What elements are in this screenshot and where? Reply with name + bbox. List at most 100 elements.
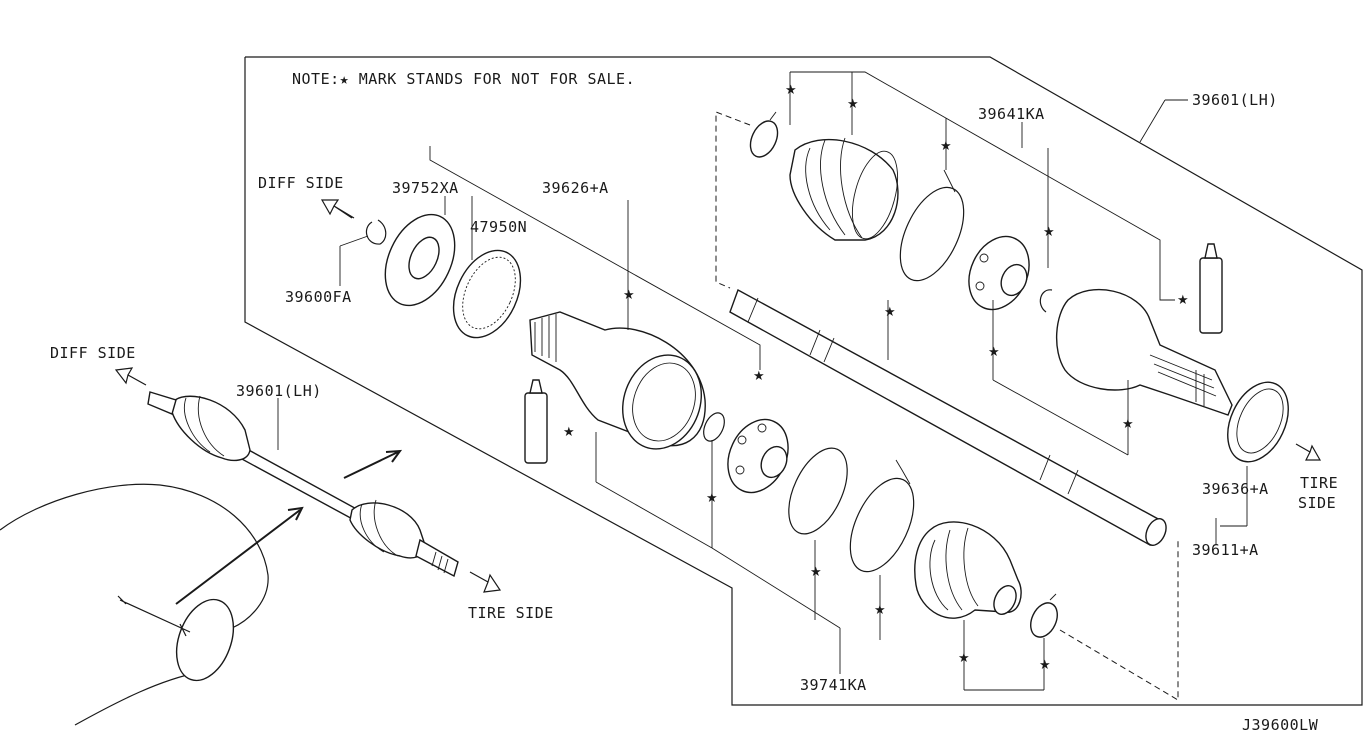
diff-side-inner-arrow: [320, 199, 355, 219]
boot-band-clip-tab: [895, 459, 911, 485]
vehicle-mini-axle: [117, 595, 191, 637]
snap-ring-inner: [365, 219, 387, 245]
axle-outer-boot: [349, 502, 426, 559]
inner-boot-ridges: [929, 527, 979, 611]
axle-direction-arrow-1: [343, 449, 403, 479]
inner-joint-group: [365, 213, 1058, 638]
boot-band-clip-outer: [899, 186, 965, 282]
tire-side-outer-label: TIRE SIDE: [468, 604, 554, 622]
grease-tube-inner: [524, 392, 548, 464]
label-39611a: 39611+A: [1192, 541, 1259, 559]
star-marker: ★: [874, 603, 886, 618]
outer-cage: [968, 235, 1030, 311]
diff-side-outer-arrow: [114, 367, 147, 386]
shaft-39611a: [729, 288, 1167, 546]
boot-band-small-outer-tab: [769, 111, 777, 121]
star-marker: ★: [884, 305, 896, 320]
dashed-outer-group: [715, 111, 751, 289]
circlip-outer: [1039, 289, 1053, 313]
boot-band-clip-outer-tab: [943, 169, 956, 193]
axle-inner-boot-ridges: [184, 395, 225, 457]
tire-side-inner-label-2: SIDE: [1298, 494, 1336, 512]
tire-side-inner-label-1: TIRE: [1300, 474, 1338, 492]
note-text: NOTE:★ MARK STANDS FOR NOT FOR SALE.: [292, 70, 635, 88]
label-39600fa: 39600FA: [285, 288, 352, 306]
outer-kit-bracket: [790, 71, 1175, 301]
label-39601-lh-left: 39601(LH): [236, 382, 322, 400]
cage-window-3: [757, 423, 767, 433]
star-marker: ★: [706, 491, 718, 506]
label-39752xa: 39752XA: [392, 179, 459, 197]
star-marker: ★: [1122, 417, 1134, 432]
dashed-inner-group: [1059, 540, 1179, 701]
label-47950n: 47950N: [470, 218, 527, 236]
axle-inner-stub: [147, 391, 177, 415]
shaft-rings: [747, 297, 1079, 495]
label-39601-lh-top: 39601(LH): [1192, 91, 1278, 109]
seal-ring-39636a-inner: [1236, 388, 1284, 454]
diff-side-inner-label: DIFF SIDE: [258, 174, 344, 192]
circlip-inner: [703, 412, 725, 442]
boot-band-clip-inner: [849, 477, 915, 573]
tire-side-inner-arrow: [1295, 443, 1322, 461]
inner-housing-spline: [534, 314, 557, 362]
star-marker: ★: [1039, 658, 1051, 673]
star-marker: ★: [753, 369, 765, 384]
washer-39752xa-hole: [408, 236, 440, 280]
inner-housing-mouth-in: [632, 362, 696, 442]
vehicle-body-outline: [0, 483, 269, 726]
star-marker: ★: [810, 565, 822, 580]
label-39636a: 39636+A: [1202, 480, 1269, 498]
seal-ring-39636a: [1227, 381, 1289, 463]
star-marker: ★: [623, 288, 635, 303]
boot-band-large-inner: [788, 447, 848, 535]
inner-cage-bore: [760, 445, 788, 479]
vehicle-fender-curve: [0, 483, 269, 629]
outer-boot: [789, 138, 899, 241]
star-marker: ★: [940, 139, 952, 154]
tone-ring-47950n-inner: [462, 256, 516, 330]
outer-joint-housing: [1055, 288, 1233, 416]
axle-inner-boot: [171, 395, 251, 462]
grease-tube-outer: [1199, 257, 1223, 334]
inner-kit-bracket: [429, 146, 761, 370]
boot-band-small-tab: [1049, 593, 1057, 601]
star-marker: ★: [958, 651, 970, 666]
star-marker: ★: [847, 97, 859, 112]
label-39641ka: 39641KA: [978, 105, 1045, 123]
inner-boot-neck: [993, 585, 1017, 615]
label-39626a: 39626+A: [542, 179, 609, 197]
star-marker: ★: [785, 83, 797, 98]
vehicle-hub-disc: [175, 598, 235, 682]
tone-ring-47950n: [452, 249, 522, 339]
boot-band-small-inner: [1030, 602, 1058, 638]
outer-joint-group: [749, 111, 1289, 463]
axle-direction-arrow-2: [175, 506, 304, 605]
axle-outer-boot-ridges: [359, 499, 399, 557]
outer-boot-mouth: [851, 150, 899, 240]
cage-window-2: [735, 465, 745, 475]
star-marker: ★: [1043, 225, 1055, 240]
label-39741ka: 39741KA: [800, 676, 867, 694]
vehicle-lower-curve: [74, 671, 201, 726]
diagram-id: J39600LW: [1242, 716, 1319, 734]
cage-window-1: [737, 435, 747, 445]
not-for-sale-stars: ★ ★ ★ ★ ★ ★ ★ ★ ★ ★ ★ ★ ★ ★ ★ ★: [563, 83, 1189, 673]
axle-outer-thread: [431, 551, 449, 574]
grease-tube-outer-nozzle: [1204, 243, 1218, 259]
axle-outer-stub: [415, 538, 459, 578]
grease-tube-inner-nozzle: [529, 379, 543, 394]
diff-side-outer-label: DIFF SIDE: [50, 344, 136, 362]
tire-side-outer-arrow: [469, 571, 502, 593]
boot-band-small-outer: [749, 120, 779, 158]
shaft-end-outer: [1145, 518, 1167, 546]
outer-cage-bore: [1000, 263, 1028, 297]
exploded-view-frame: [244, 56, 1363, 706]
star-marker: ★: [1177, 293, 1189, 308]
outer-cage-window-1: [979, 253, 989, 263]
star-marker: ★: [988, 345, 1000, 360]
outer-boot-ridges: [805, 137, 863, 239]
star-marker: ★: [563, 425, 575, 440]
outer-cage-window-2: [975, 281, 985, 291]
